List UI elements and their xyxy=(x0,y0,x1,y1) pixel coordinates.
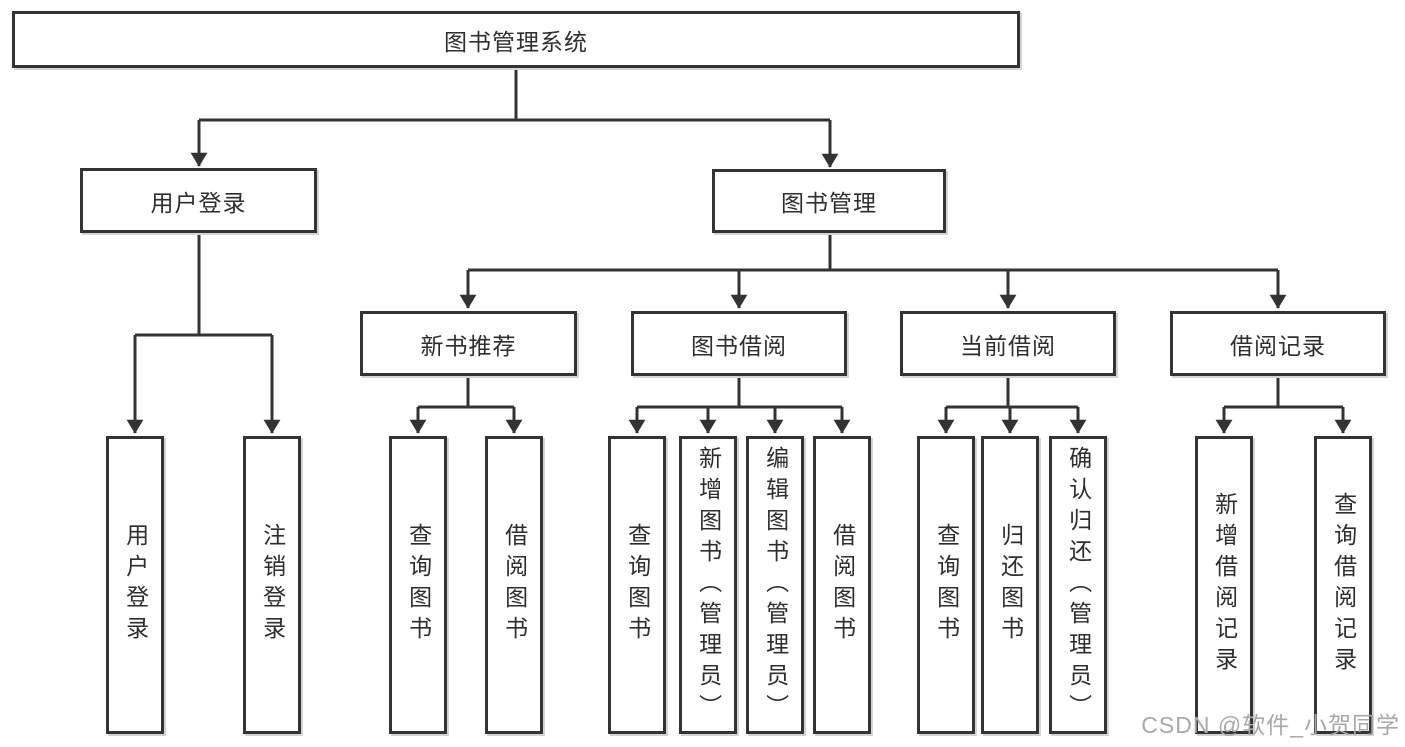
leaf-add-book-admin: 新增图书（管理员） xyxy=(679,436,737,734)
connector-current-borrow-split xyxy=(946,376,1078,409)
node-book-management-label: 图书管理 xyxy=(781,190,877,216)
connector-user-login-split xyxy=(135,232,272,337)
node-book-management: 图书管理 xyxy=(712,169,946,233)
leaf-return-book-label: 归还图书 xyxy=(997,523,1024,647)
connector-borrow-records-split xyxy=(1224,376,1343,409)
leaf-query-books-2: 查询图书 xyxy=(608,436,666,734)
leaf-logout-label: 注销登录 xyxy=(259,523,286,647)
leaf-edit-book-admin: 编辑图书（管理员） xyxy=(746,436,804,734)
connector-book-management-split xyxy=(468,233,1278,272)
node-current-borrow-label: 当前借阅 xyxy=(960,332,1056,359)
connector-book-borrow-split xyxy=(637,376,842,409)
node-root-label: 图书管理系统 xyxy=(444,28,588,55)
leaf-edit-book-admin-label: 编辑图书（管理员） xyxy=(762,445,789,725)
node-borrow-records: 借阅记录 xyxy=(1170,311,1386,376)
watermark: CSDN @软件_小贺同学 xyxy=(1141,712,1400,738)
node-new-book-recommend-label: 新书推荐 xyxy=(420,332,517,359)
connector-new-book-split xyxy=(418,376,514,409)
leaf-add-book-admin-label: 新增图书（管理员） xyxy=(695,445,722,725)
node-root: 图书管理系统 xyxy=(12,11,1020,68)
node-user-login: 用户登录 xyxy=(80,168,317,233)
leaf-confirm-return-admin: 确认归还（管理员） xyxy=(1049,436,1107,734)
leaf-query-books-3: 查询图书 xyxy=(917,436,975,734)
leaf-user-login-label: 用户登录 xyxy=(122,523,149,647)
leaf-query-books-label: 查询图书 xyxy=(405,523,432,647)
leaf-return-book: 归还图书 xyxy=(981,436,1039,734)
leaf-borrow-books-2: 借阅图书 xyxy=(813,436,871,734)
leaf-logout: 注销登录 xyxy=(243,436,301,734)
leaf-query-borrow-record: 查询借阅记录 xyxy=(1314,436,1372,734)
node-borrow-records-label: 借阅记录 xyxy=(1230,332,1326,359)
node-book-borrow: 图书借阅 xyxy=(631,311,847,376)
leaf-borrow-books: 借阅图书 xyxy=(485,436,543,734)
leaf-add-borrow-record: 新增借阅记录 xyxy=(1195,436,1253,734)
leaf-query-books-2-label: 查询图书 xyxy=(624,523,651,647)
leaf-confirm-return-admin-label: 确认归还（管理员） xyxy=(1065,445,1092,725)
node-current-borrow: 当前借阅 xyxy=(900,311,1116,376)
leaf-user-login: 用户登录 xyxy=(106,436,164,734)
leaf-borrow-books-2-label: 借阅图书 xyxy=(829,523,856,647)
connector-root-split xyxy=(199,68,830,122)
node-book-borrow-label: 图书借阅 xyxy=(691,332,787,359)
leaf-add-borrow-record-label: 新增借阅记录 xyxy=(1211,492,1238,678)
leaf-query-borrow-record-label: 查询借阅记录 xyxy=(1330,492,1357,678)
leaf-query-books-3-label: 查询图书 xyxy=(933,523,960,647)
node-new-book-recommend: 新书推荐 xyxy=(360,311,577,376)
node-user-login-label: 用户登录 xyxy=(150,189,247,216)
leaf-borrow-books-label: 借阅图书 xyxy=(501,523,528,647)
leaf-query-books: 查询图书 xyxy=(389,436,447,734)
